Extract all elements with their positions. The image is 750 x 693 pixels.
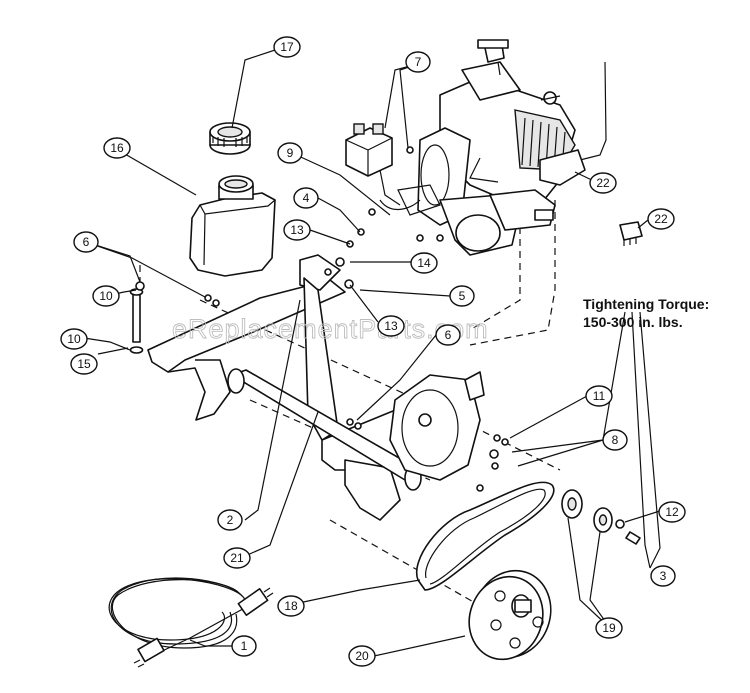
callout-7-label: 7 (415, 55, 422, 69)
callout-9: 9 (277, 142, 303, 164)
callout-6b: 6 (435, 324, 461, 346)
callout-10a: 10 (92, 285, 120, 307)
callout-8-label: 8 (612, 433, 619, 447)
callout-21: 21 (223, 547, 251, 569)
callout-6b-label: 6 (445, 328, 452, 342)
large-pulley (468, 569, 552, 661)
callout-15: 15 (70, 353, 98, 375)
callout-13a: 13 (283, 219, 311, 241)
housing-plate (389, 371, 485, 481)
callout-20: 20 (348, 645, 376, 667)
callout-6a-label: 6 (83, 235, 90, 249)
callout-18-label: 18 (284, 599, 298, 613)
hardware-bolts (135, 146, 509, 492)
callout-7: 7 (405, 51, 431, 73)
callout-8: 8 (602, 429, 628, 451)
bolt-rod (129, 288, 144, 354)
drive-belt (415, 481, 555, 591)
callout-11: 11 (585, 385, 613, 407)
engine-assembly (379, 39, 607, 256)
callout-2-label: 2 (227, 513, 234, 527)
callout-3: 3 (650, 565, 676, 587)
callout-12: 12 (658, 501, 686, 523)
callout-14: 14 (410, 252, 438, 274)
callout-22b: 22 (647, 208, 675, 230)
callout-5: 5 (449, 285, 475, 307)
callout-10a-label: 10 (99, 289, 113, 303)
callout-21-label: 21 (230, 551, 244, 565)
switch-box (345, 123, 401, 206)
torque-note-line1: Tightening Torque: (583, 296, 709, 312)
callout-3-label: 3 (660, 569, 667, 583)
callout-10b-label: 10 (67, 332, 81, 346)
callout-13b-label: 13 (384, 319, 398, 333)
fuel-tank (189, 175, 276, 277)
callout-6a: 6 (73, 231, 99, 253)
watermark: eReplacementParts.com (172, 314, 489, 344)
callout-4-label: 4 (303, 191, 310, 205)
callout-4: 4 (293, 187, 319, 209)
callout-5-label: 5 (459, 289, 466, 303)
callout-10b: 10 (60, 328, 88, 350)
leader-lines (83, 47, 664, 657)
callout-17: 17 (273, 36, 301, 58)
callout-17-label: 17 (280, 40, 294, 54)
callout-12-label: 12 (665, 505, 679, 519)
extension-cord (108, 577, 274, 668)
callout-22a-label: 22 (596, 176, 610, 190)
callout-14-label: 14 (417, 256, 431, 270)
callout-18: 18 (277, 595, 305, 617)
callout-16: 16 (103, 137, 131, 159)
callout-1: 1 (231, 635, 257, 657)
callout-15-label: 15 (77, 357, 91, 371)
callout-19: 19 (595, 617, 623, 639)
callout-13a-label: 13 (290, 223, 304, 237)
frame-bracket (147, 254, 451, 521)
callout-22a: 22 (589, 172, 617, 194)
pulley-halves (561, 489, 641, 545)
wire-clip (619, 221, 643, 246)
callout-9-label: 9 (287, 146, 294, 160)
callout-13b: 13 (377, 315, 405, 337)
callout-19-label: 19 (602, 621, 616, 635)
callout-20-label: 20 (355, 649, 369, 663)
callout-1-label: 1 (241, 639, 248, 653)
torque-note-line2: 150-300 in. lbs. (583, 314, 683, 330)
callout-22b-label: 22 (654, 212, 668, 226)
fuel-cap (209, 122, 251, 155)
callout-16-label: 16 (110, 141, 124, 155)
callout-2: 2 (217, 509, 243, 531)
callout-11-label: 11 (593, 389, 606, 403)
